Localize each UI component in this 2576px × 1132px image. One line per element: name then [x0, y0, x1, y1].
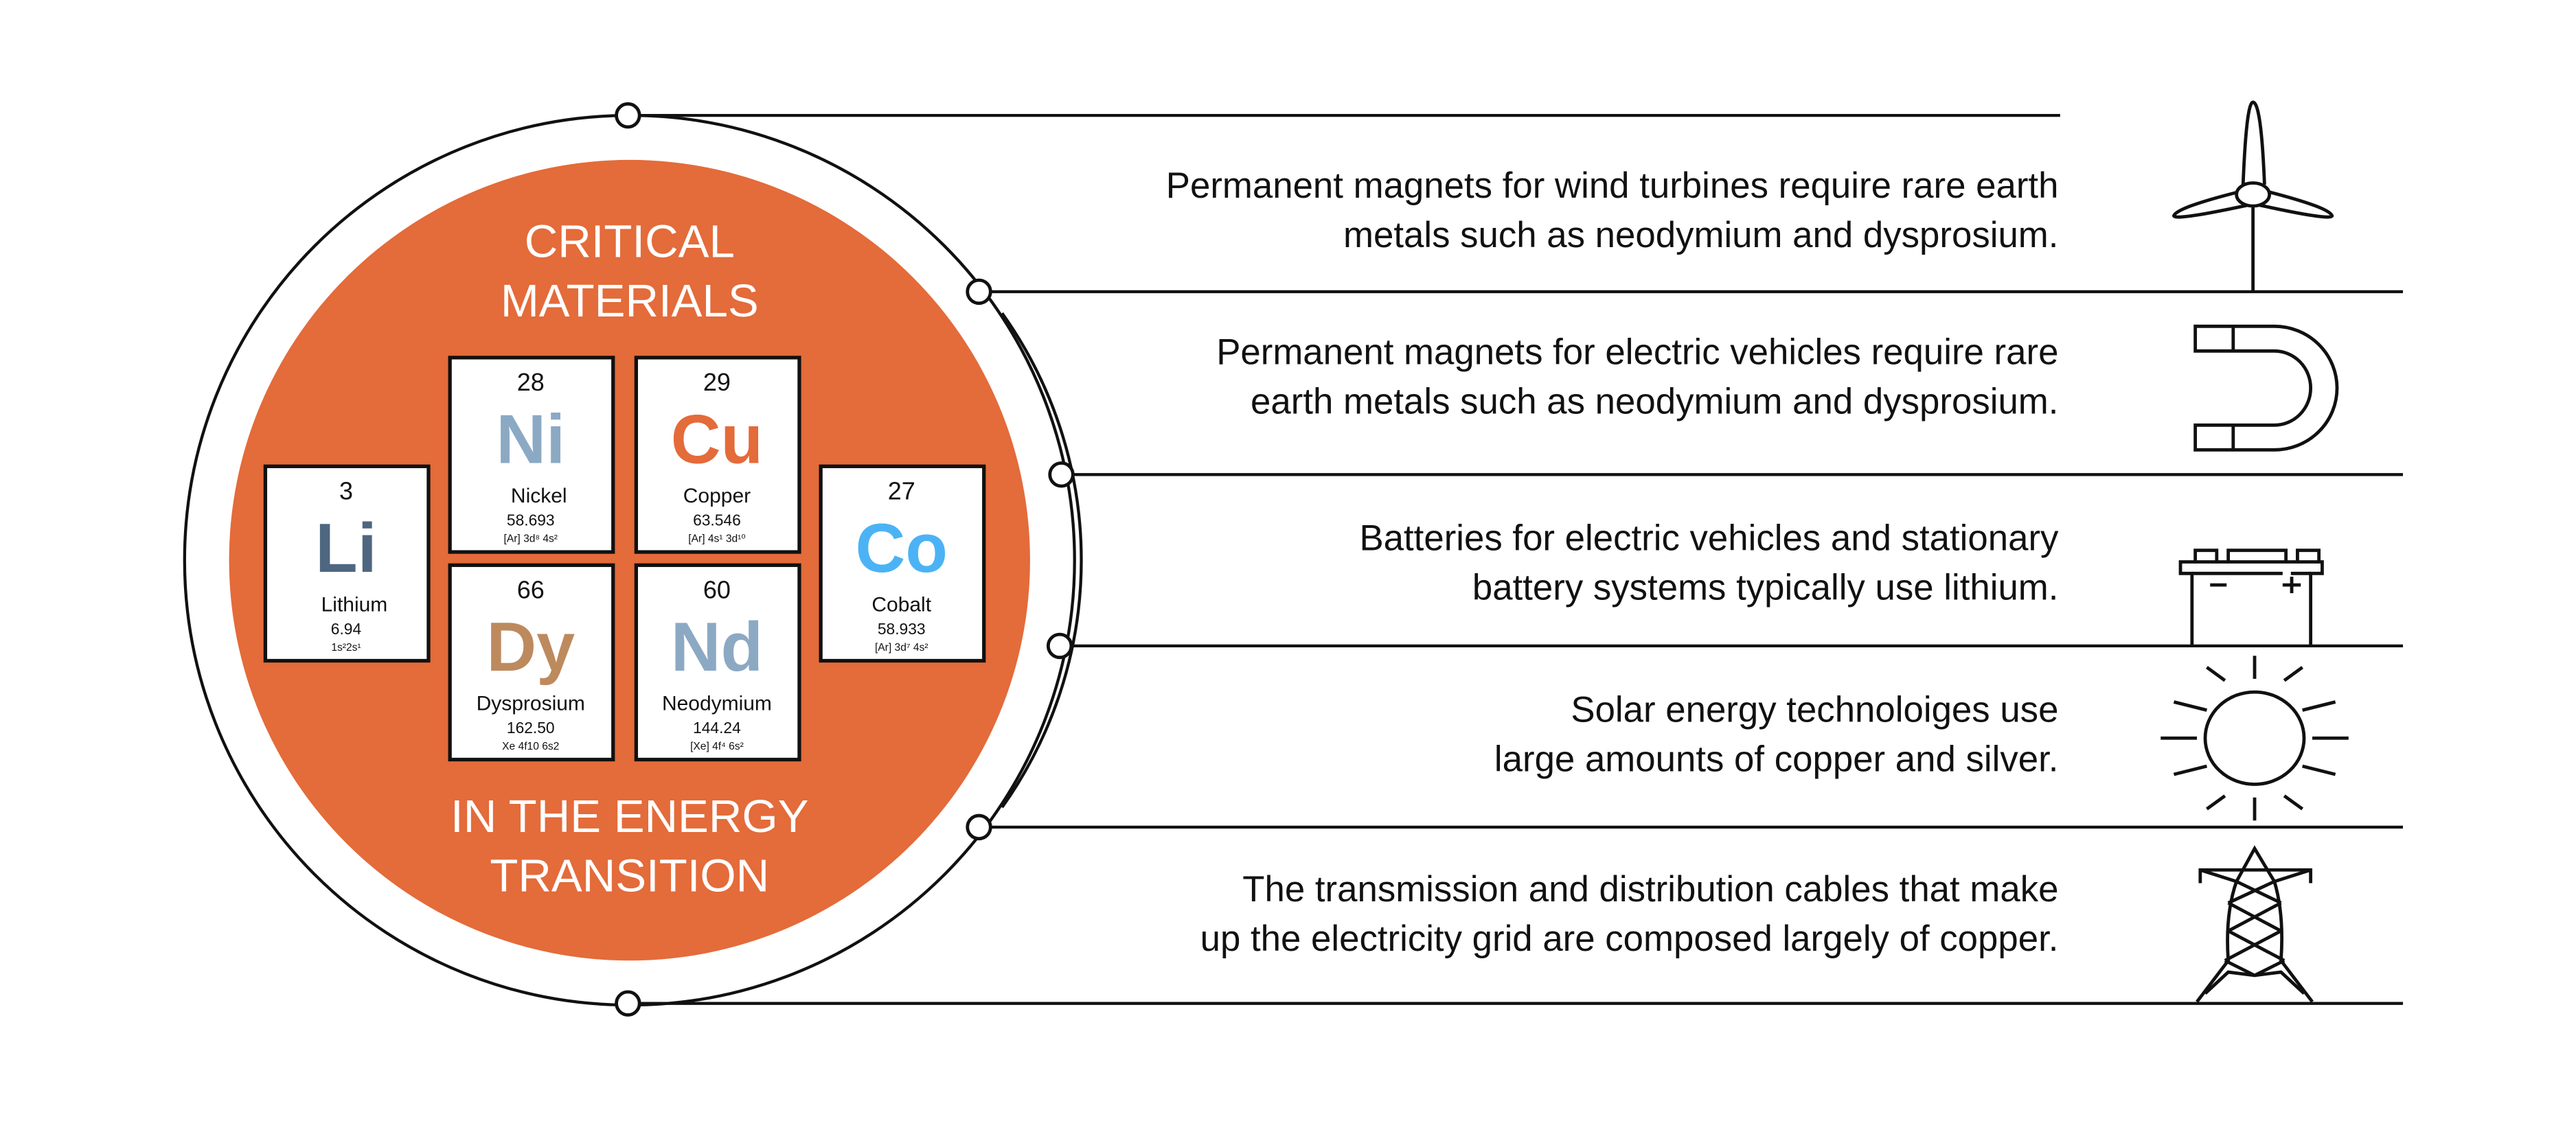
use-grid-line1: The transmission and distribution cables… — [1242, 869, 2058, 910]
title-bottom-line2: TRANSITION — [490, 850, 769, 901]
magnet-icon — [2193, 324, 2339, 452]
power-tower-icon — [2196, 845, 2314, 1003]
title-bottom-line1: IN THE ENERGY — [451, 791, 808, 842]
use-battery-line1: Batteries for electric vehicles and stat… — [1359, 518, 2059, 559]
divider-lines — [628, 113, 2404, 1005]
inner-arc — [1001, 312, 1083, 809]
svg-text:Copper: Copper — [683, 485, 751, 507]
svg-text:162.50: 162.50 — [507, 719, 555, 737]
use-solar-line1: Solar energy technoloiges use — [1571, 689, 2058, 730]
svg-text:3: 3 — [339, 476, 353, 505]
svg-text:Xe 4f10 6s2: Xe 4f10 6s2 — [502, 741, 559, 752]
battery-icon — [2178, 548, 2324, 646]
use-wind-line1: Permanent magnets for wind turbines requ… — [1166, 165, 2059, 206]
svg-text:58.693: 58.693 — [507, 511, 555, 529]
svg-text:6.94: 6.94 — [331, 620, 361, 638]
element-tile-dysprosium: 66 Dy Dysprosium 162.50 Xe 4f10 6s2 — [448, 563, 615, 762]
use-ev-magnet-line2: earth metals such as neodymium and dyspr… — [1251, 382, 2058, 422]
svg-text:Cu: Cu — [671, 402, 763, 478]
use-ev-magnet-line1: Permanent magnets for electric vehicles … — [1216, 332, 2058, 373]
wind-turbine-icon — [2172, 100, 2334, 292]
element-tile-copper: 29 Cu Copper 63.546 [Ar] 4s¹ 3d¹⁰ — [634, 356, 801, 554]
svg-text:Co: Co — [856, 510, 948, 587]
element-tile-cobalt: 27 Co Cobalt 58.933 [Ar] 3d⁷ 4s² — [819, 464, 986, 663]
svg-text:1s²2s¹: 1s²2s¹ — [331, 642, 361, 654]
element-tile-neodymium: 60 Nd Neodymium 144.24 [Xe] 4f⁴ 6s² — [634, 563, 801, 762]
svg-text:Lithium: Lithium — [321, 593, 388, 616]
sun-icon — [2161, 656, 2349, 821]
element-tile-nickel: 28 Ni Nickel 58.693 [Ar] 3d⁸ 4s² — [448, 356, 615, 554]
svg-text:Dy: Dy — [486, 609, 575, 686]
svg-text:Ni: Ni — [496, 402, 565, 478]
svg-text:58.933: 58.933 — [878, 620, 926, 638]
use-grid-line2: up the electricity grid are composed lar… — [1200, 919, 2059, 959]
svg-text:66: 66 — [517, 575, 545, 603]
svg-text:[Xe] 4f⁴ 6s²: [Xe] 4f⁴ 6s² — [690, 741, 744, 752]
svg-text:Neodymium: Neodymium — [662, 692, 772, 715]
element-tile-lithium: 3 Li Lithium 6.94 1s²2s¹ — [263, 464, 431, 663]
svg-text:Nickel: Nickel — [511, 485, 567, 507]
connector-nodes — [615, 102, 1075, 1017]
svg-text:[Ar] 4s¹ 3d¹⁰: [Ar] 4s¹ 3d¹⁰ — [688, 533, 745, 545]
svg-text:[Ar] 3d⁸ 4s²: [Ar] 3d⁸ 4s² — [504, 533, 558, 545]
use-wind-line2: metals such as neodymium and dysprosium. — [1343, 215, 2058, 255]
svg-text:60: 60 — [703, 575, 731, 603]
title-top-line2: MATERIALS — [501, 275, 759, 327]
svg-text:63.546: 63.546 — [693, 511, 741, 529]
use-solar-line2: large amounts of copper and silver. — [1494, 739, 2059, 779]
svg-text:27: 27 — [888, 476, 915, 505]
svg-text:29: 29 — [703, 368, 731, 396]
svg-text:Cobalt: Cobalt — [871, 593, 931, 616]
title-top-line1: CRITICAL — [525, 216, 735, 268]
use-battery-line2: battery systems typically use lithium. — [1472, 568, 2059, 608]
svg-text:144.24: 144.24 — [693, 719, 741, 737]
svg-text:[Ar] 3d⁷ 4s²: [Ar] 3d⁷ 4s² — [875, 642, 928, 654]
svg-text:28: 28 — [517, 368, 545, 396]
svg-text:Dysprosium: Dysprosium — [477, 692, 585, 715]
svg-text:Li: Li — [315, 510, 377, 587]
svg-text:Nd: Nd — [671, 609, 763, 686]
orange-disc — [229, 159, 1030, 961]
